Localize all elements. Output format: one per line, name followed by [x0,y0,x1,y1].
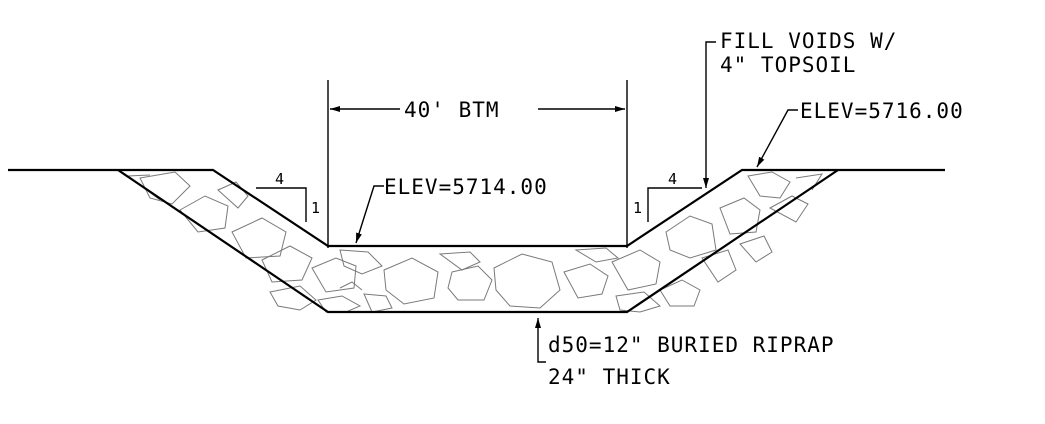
top-elevation-label: ELEV=5716.00 [800,99,964,123]
finished-grade-line [8,168,945,248]
top-elevation-callout: ELEV=5716.00 [756,99,964,168]
right-slope-triangle [647,187,702,222]
riprap-label-line1: d50=12" BURIED RIPRAP [548,333,835,357]
left-slope-indicator: 4 1 [256,170,320,222]
right-slope-rise: 1 [633,199,642,217]
left-slope-run: 4 [275,170,284,188]
channel-outline [8,168,945,314]
bottom-width-label: 40' BTM [404,98,500,122]
left-slope-triangle [256,187,307,222]
top-elev-leader [756,109,798,168]
right-slope-run: 4 [668,170,677,188]
fill-voids-line2: 4" TOPSOIL [720,53,856,77]
bottom-elev-leader [355,185,384,244]
fill-voids-leader [703,41,716,188]
riprap-callout: d50=12" BURIED RIPRAP 24" THICK [535,318,835,389]
fill-voids-line1: FILL VOIDS W/ [720,29,897,53]
riprap-texture [126,171,824,313]
fill-voids-callout: FILL VOIDS W/ 4" TOPSOIL [703,29,897,188]
bottom-width-dimension: 40' BTM [330,98,625,122]
riprap-leader [535,318,546,363]
bottom-elevation-callout: ELEV=5714.00 [355,175,548,244]
bottom-elevation-label: ELEV=5714.00 [384,175,548,199]
right-slope-indicator: 4 1 [633,170,702,222]
riprap-label-line2: 24" THICK [548,365,671,389]
riprap-bottom-line [117,169,839,314]
left-slope-rise: 1 [311,199,320,217]
